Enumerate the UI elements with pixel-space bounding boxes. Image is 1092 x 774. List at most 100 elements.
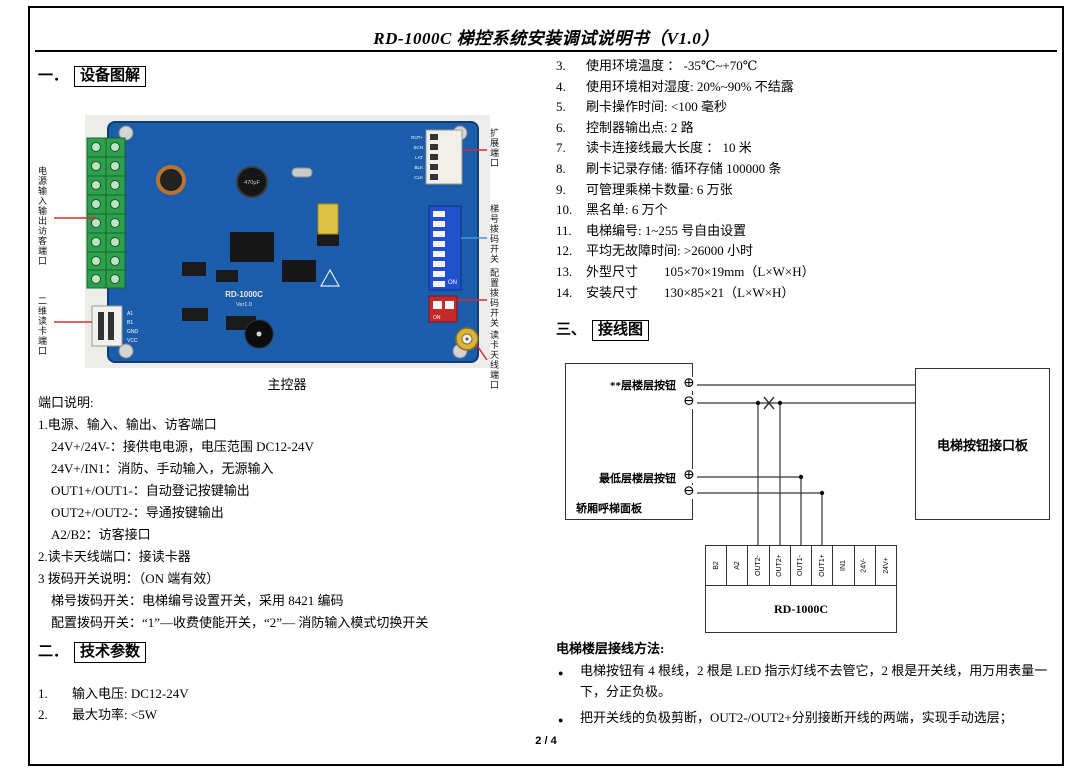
pin-label: GND (127, 329, 139, 335)
param-text: 刷卡操作时间: <100 毫秒 (586, 99, 727, 115)
terminal-label: B2 (712, 561, 720, 570)
screw-icon (118, 125, 134, 141)
silkscreen-model: RD-1000C (225, 290, 263, 299)
param-text: 刷卡记录存储: 循环存储 100000 条 (586, 160, 782, 176)
pin-label: LAT (415, 155, 423, 160)
ic-chip (182, 262, 206, 276)
param-text: 控制器输出点: 2 路 (586, 119, 694, 135)
param-text: 使用环境温度 ： -35℃~+70℃ (586, 58, 758, 73)
list-item: ● 把开关线的负极剪断，OUT2-/OUT2+分别接断开线的两端，实现手动选层； (558, 707, 1056, 731)
minus-terminal-icon: ⊖ (682, 394, 696, 409)
pcb-board (107, 121, 479, 363)
pin-label: A1 (127, 311, 133, 317)
wiring-method-title: 电梯楼层接线方法: (556, 641, 665, 656)
bullet-icon: ● (558, 715, 564, 725)
param-row: 12.平均无故障时间: >26000 小时 (556, 241, 1056, 262)
expansion-connector (425, 129, 463, 185)
param-number: 5. (556, 99, 566, 115)
config-dip-switch: ON (428, 295, 458, 323)
param-row: 6.控制器输出点: 2 路 (556, 118, 1056, 139)
section3-heading: 三、接线图 (556, 318, 650, 341)
terminal-cell: 24V+ (876, 546, 896, 585)
junction-dots (755, 400, 825, 496)
param-text: 读卡连接线最大长度 ： 10 米 (586, 140, 752, 156)
param-row: 7.读卡连接线最大长度 ： 10 米 (556, 138, 1056, 159)
terminal-strip: B2 A2 OUT2- OUT2+ OUT1- OUT1+ IN1 24V- 2… (706, 546, 896, 586)
floor-button-lowest-label: 最低层楼层按钮 (599, 473, 676, 485)
label-qr-reader-port: 二维读卡端口 (37, 296, 47, 356)
main-controller-photo: A1 B1 GND VCC 470μF RD-1000C Ver1.0 (54, 115, 490, 368)
crystal-icon (291, 167, 313, 178)
param-text: 使用环境相对湿度: 20%~90% 不结露 (586, 78, 794, 94)
port-line: A2/B2：访客接口 (51, 527, 151, 542)
terminal-label: OUT1- (797, 555, 805, 576)
terminal-cell: OUT1- (791, 546, 813, 585)
terminal-label: A2 (733, 561, 741, 570)
param-number: 9. (556, 181, 566, 197)
controller-label: RD-1000C (774, 601, 828, 616)
port-line: 1.电源、输入、输出、访客端口 (38, 417, 217, 432)
pin-label: SCN (413, 145, 423, 150)
port-description: 端口说明: 1.电源、输入、输出、访客端口 24V+/24V-：接供电电源，电压… (38, 392, 543, 634)
interface-board-label: 电梯按钮接口板 (936, 437, 1028, 453)
plus-terminal-icon: ⊕ (682, 376, 696, 391)
port-line: 梯号拨码开关：电梯编号设置开关，采用 8421 编码 (51, 593, 344, 608)
reader-connector (91, 305, 123, 347)
section2-title: 技术参数 (74, 642, 147, 663)
section1-number: 一． (38, 68, 69, 84)
car-call-panel-box: **层楼层按钮 最低层楼层按钮 轿厢呼梯面板 (565, 363, 693, 520)
param-text: 可管理乘梯卡数量: 6 万张 (586, 181, 733, 197)
tech-params-left: 1. 输入电压: DC12-24V 2. 最大功率: <5W (38, 684, 189, 725)
param-row: 13.外型尺寸 105×70×19mm（L×W×H） (556, 262, 1056, 283)
inductor-icon (156, 165, 186, 195)
floor-button-top-label: **层楼层按钮 (610, 380, 676, 392)
param-number: 1. (38, 686, 48, 701)
silkscreen-version: Ver1.0 (236, 302, 252, 308)
relay-icon (317, 203, 339, 235)
terminal-cell: IN1 (833, 546, 855, 585)
section2-heading: 二． 技术参数 (38, 640, 147, 663)
power-io-terminal-block (86, 137, 126, 289)
page-number: 2 / 4 (535, 735, 557, 747)
car-call-panel-label: 轿厢呼梯面板 (576, 503, 642, 515)
terminal-cell: OUT1+ (812, 546, 834, 585)
antenna-sma-connector (455, 327, 479, 351)
plus-terminal-icon: ⊕ (682, 468, 696, 483)
terminal-label: OUT1+ (818, 554, 826, 577)
capacitor-label: 470μF (244, 180, 260, 186)
param-row: 1. 输入电压: DC12-24V (38, 684, 189, 705)
terminal-label: IN1 (839, 560, 847, 571)
terminal-cell: OUT2- (748, 546, 770, 585)
param-text: 外型尺寸 105×70×19mm（L×W×H） (586, 263, 815, 279)
ic-chip (216, 270, 238, 282)
section3-title: 接线图 (592, 320, 650, 341)
port-line: 端口说明: (38, 395, 94, 410)
list-item-text: 把开关线的负极剪断，OUT2-/OUT2+分别接断开线的两端，实现手动选层； (580, 710, 1013, 725)
port-line: 3 拨码开关说明：（ON 端有效） (38, 571, 220, 586)
callout-lines (54, 149, 488, 361)
list-item: ● 电梯按钮有 4 根线，2 根是 LED 指示灯线不去管它，2 根是开关线，用… (558, 660, 1056, 702)
port-line: OUT2+/OUT2-：导通按键输出 (51, 505, 224, 520)
param-number: 10. (556, 202, 573, 218)
section1-title: 设备图解 (74, 66, 147, 87)
pin-label: VCC (127, 338, 138, 344)
page-border (28, 6, 1064, 766)
param-text: 平均无故障时间: >26000 小时 (586, 243, 753, 259)
label-power-io-port: 电源输入输出访客端口 (37, 166, 47, 266)
param-number: 3. (556, 58, 566, 73)
terminal-cell: OUT2+ (770, 546, 791, 585)
pin-label: CLK (414, 175, 423, 180)
screw-icon (118, 343, 134, 359)
terminal-cell: A2 (727, 546, 749, 585)
param-row: 14.安装尺寸 130×85×21（L×W×H） (556, 283, 1056, 304)
param-number: 8. (556, 160, 566, 176)
ic-chip (317, 232, 339, 246)
terminal-label: OUT2- (755, 555, 763, 576)
param-text: 安装尺寸 130×85×21（L×W×H） (586, 284, 795, 300)
dip-on-label: ON (433, 315, 441, 321)
section2-number: 二． (38, 644, 69, 660)
label-elevator-dip: 梯号拨码开关 (489, 204, 499, 264)
param-number: 4. (556, 78, 566, 94)
port-line: 配置拨码开关：“1”—收费使能开关，“2”— 消防输入模式切换开关 (51, 615, 429, 630)
